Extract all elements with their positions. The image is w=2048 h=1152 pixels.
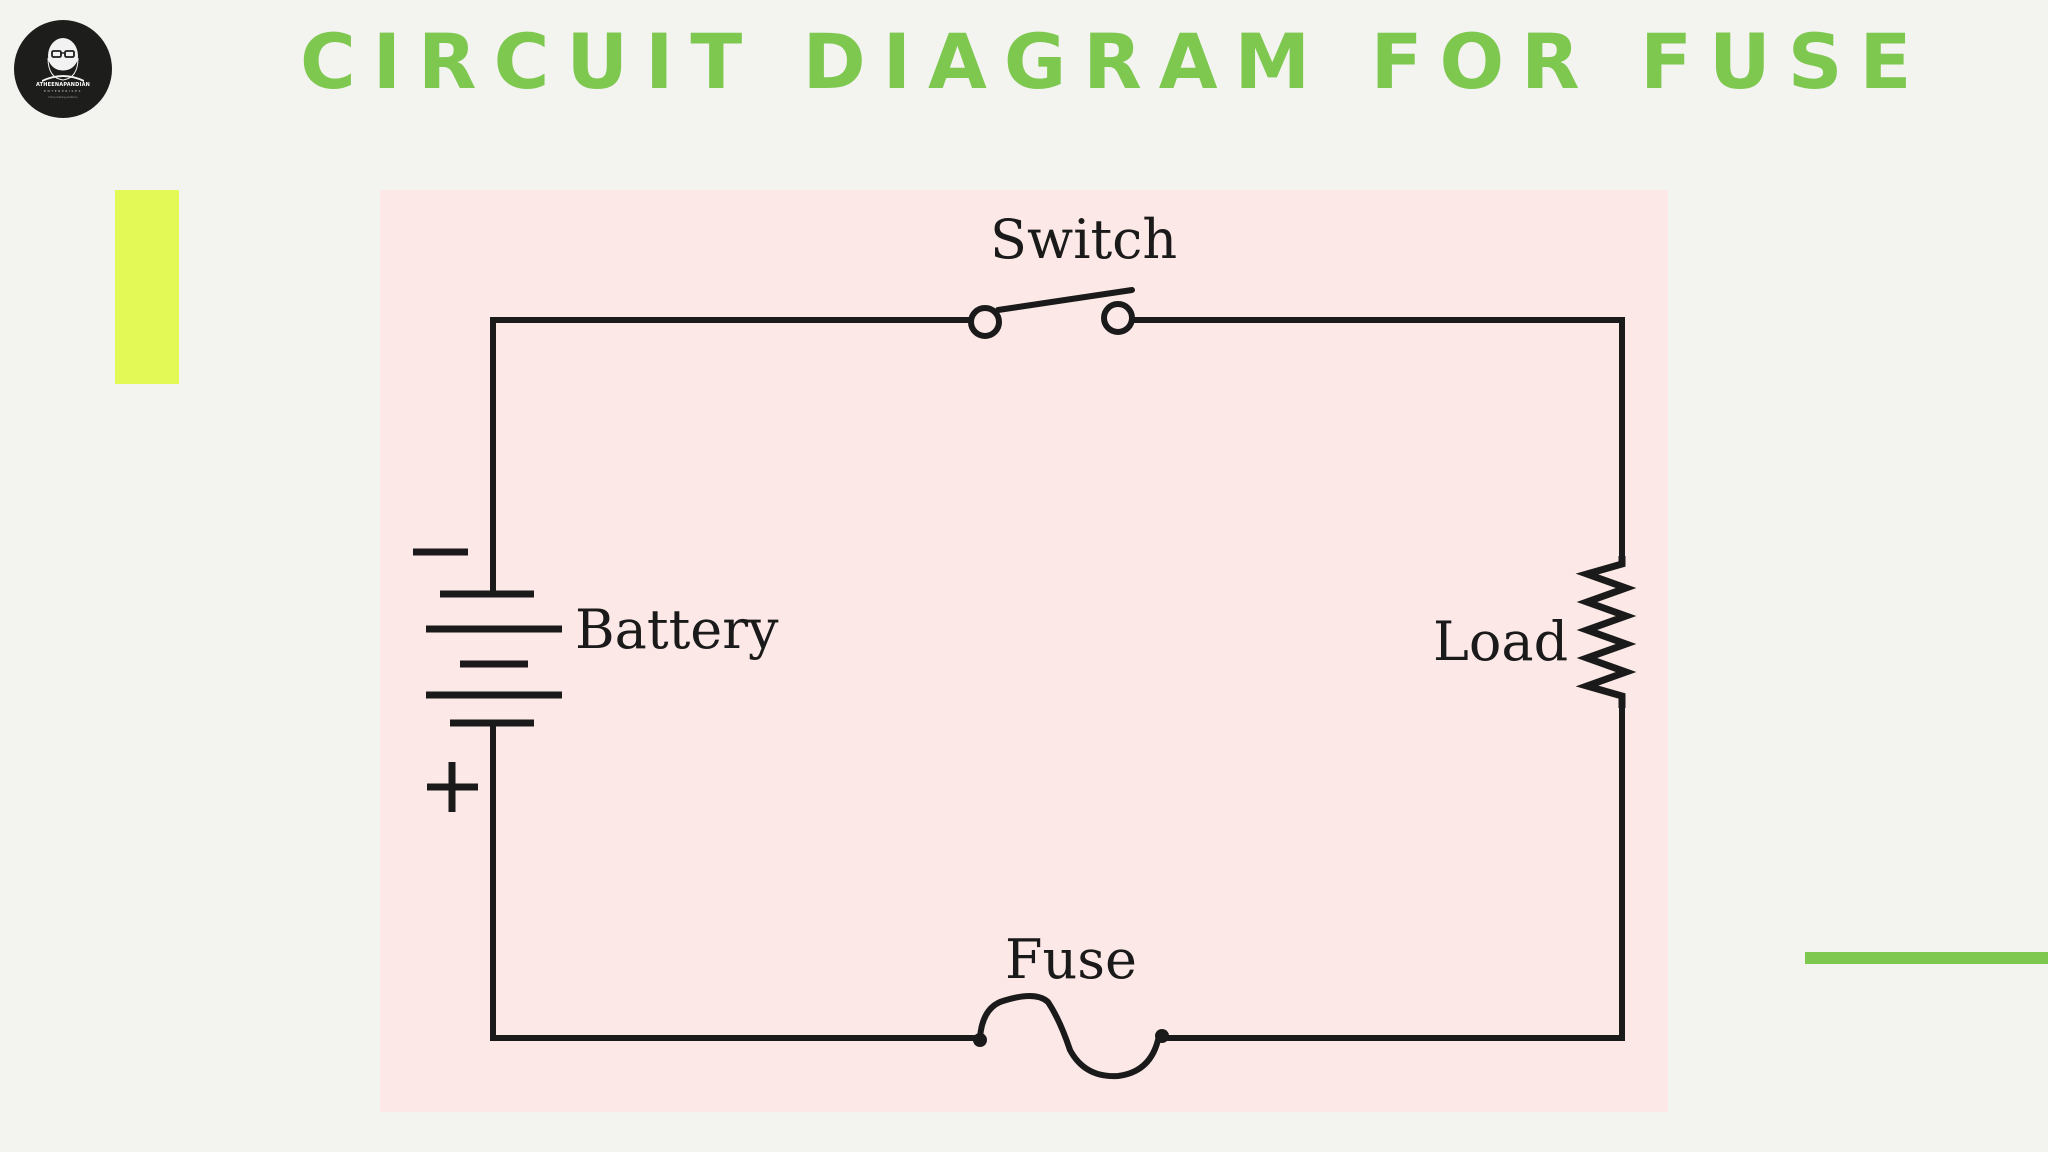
fuse-symbol — [973, 993, 1169, 1080]
wire-right-bottom — [1163, 705, 1625, 1041]
switch-label: Switch — [990, 208, 1178, 271]
bald-man-avatar-icon — [42, 38, 84, 82]
wire-top-right — [1129, 317, 1625, 561]
circuit-drawing — [413, 287, 1637, 1080]
slide-title: CIRCUIT DIAGRAM FOR FUSE — [300, 17, 1929, 106]
fuse-label: Fuse — [1005, 928, 1137, 991]
logo-brand-name: ATHEENAPANDIAN — [35, 82, 91, 88]
wire-bottom-left — [490, 725, 983, 1041]
logo-brand-tagline: home making solutions — [48, 96, 78, 99]
battery-symbol — [426, 590, 562, 727]
accent-block-yellow — [115, 190, 179, 384]
logo-brand-subtitle: ENTERPRISES — [43, 89, 83, 93]
load-resistor-symbol — [1575, 556, 1637, 708]
battery-label: Battery — [575, 598, 779, 661]
circuit-diagram: Switch Battery Load Fuse — [380, 190, 1668, 1112]
accent-line-green — [1805, 952, 2048, 964]
switch-symbol — [968, 287, 1135, 339]
battery-terminal-signs — [413, 548, 478, 812]
load-label: Load — [1433, 610, 1569, 673]
brand-logo: ATHEENAPANDIAN ENTERPRISES home making s… — [14, 20, 112, 118]
wire-top-left — [490, 317, 975, 593]
